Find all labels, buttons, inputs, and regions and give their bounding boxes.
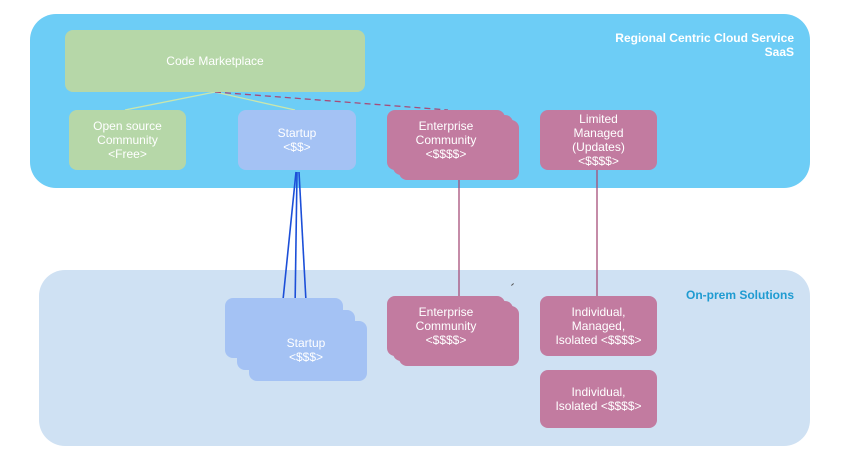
enterprise-community-onprem-box: Enterprise Community <$$$$>	[387, 296, 505, 356]
marketplace-to-opensource-line	[124, 91, 216, 111]
open-source-community-box: Open source Community <Free>	[69, 110, 186, 170]
marketplace-to-enterprise-dashed-line	[214, 91, 449, 111]
startup-link-line-2	[294, 171, 298, 311]
marketplace-to-startup-line	[214, 91, 296, 111]
startup-onprem-box: Startup <$$$>	[225, 298, 343, 364]
startup-onprem-label: Startup <$$$>	[286, 336, 326, 364]
startup-link-line-1	[282, 171, 297, 301]
cloud-panel-title: Regional Centric Cloud Service SaaS	[615, 31, 794, 59]
limited-managed-box: Limited Managed (Updates) <$$$$>	[540, 110, 657, 170]
individual-isolated-box: Individual, Isolated <$$$$>	[540, 370, 657, 428]
code-marketplace-box: Code Marketplace	[65, 30, 365, 92]
startup-cloud-box: Startup <$$>	[238, 110, 356, 170]
cloud-panel-title-line2: SaaS	[764, 45, 794, 59]
onprem-panel-title: On-prem Solutions	[686, 288, 794, 302]
individual-managed-isolated-box: Individual, Managed, Isolated <$$$$>	[540, 296, 657, 356]
enterprise-community-cloud-box: Enterprise Community <$$$$>	[387, 110, 505, 170]
cloud-panel-title-line1: Regional Centric Cloud Service	[615, 31, 794, 45]
startup-link-line-3	[298, 171, 308, 321]
